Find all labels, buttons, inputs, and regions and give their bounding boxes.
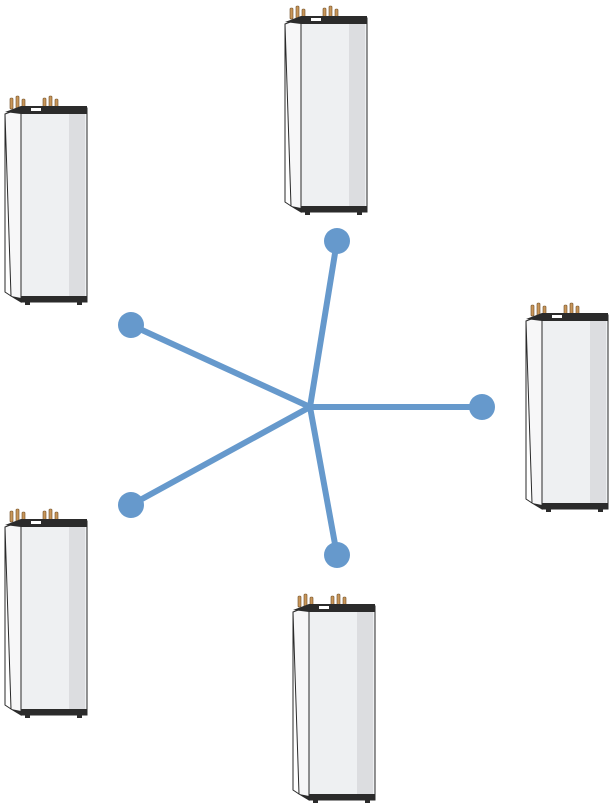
unit-right-indoor-module-icon [525, 302, 609, 513]
link-line-upper-left [128, 322, 313, 410]
link-endpoint-right [469, 394, 495, 420]
unit-bottom-indoor-module-icon [292, 593, 376, 804]
link-endpoint-top [324, 228, 350, 254]
link-endpoint-upper-left [118, 312, 144, 338]
connection-links [118, 228, 495, 568]
unit-upper-left-indoor-module-icon [4, 95, 88, 306]
link-line-bottom [307, 404, 340, 558]
link-line-lower-left [128, 404, 313, 508]
link-endpoint-bottom [324, 542, 350, 568]
unit-lower-left-indoor-module-icon [4, 508, 88, 719]
link-line-top [307, 238, 340, 410]
link-endpoint-lower-left [118, 492, 144, 518]
unit-top-indoor-module-icon [284, 5, 368, 216]
